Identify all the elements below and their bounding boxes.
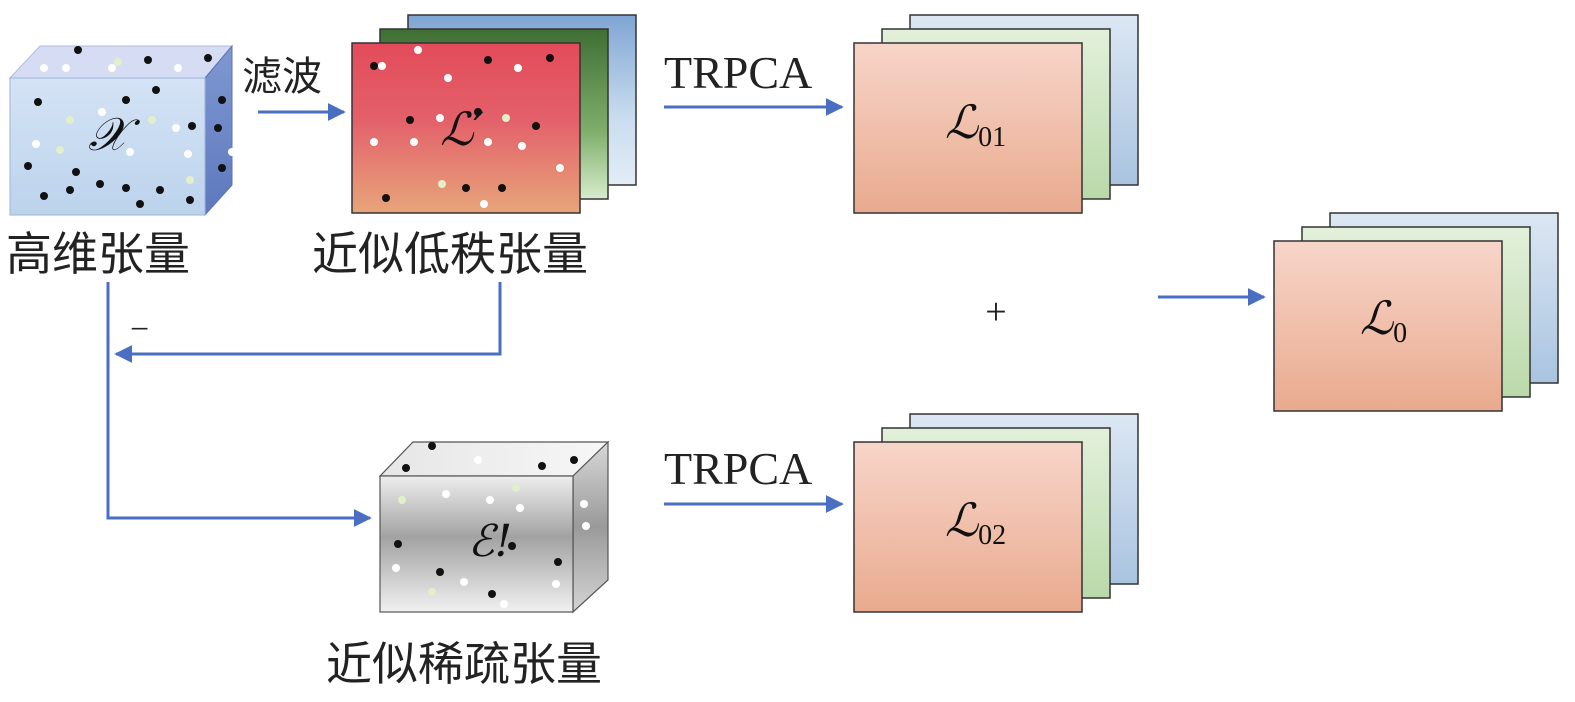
data-points [24, 46, 226, 208]
high-dim-tensor-label: 高维张量 [6, 227, 190, 281]
e-prime-symbol: ℰ! [468, 516, 512, 567]
l-prime-symbol: ℒ′ [440, 102, 484, 156]
low-rank-tensor-stack: ℒ′ [351, 14, 637, 214]
subtract-arrow [114, 282, 502, 363]
l0-symbol: ℒ0 [1360, 291, 1407, 349]
high-dim-tensor-cube: 𝒳 [8, 44, 236, 217]
filter-label: 滤波 [242, 54, 322, 100]
arrows [106, 98, 1266, 527]
to-sparse-arrow [106, 282, 372, 527]
trpca-top-label: TRPCA [664, 47, 812, 98]
l0-tensor-stack: ℒ0 [1273, 212, 1559, 412]
l01-tensor-stack: ℒ01 [853, 14, 1139, 214]
sparse-tensor-cube: ℰ! [378, 440, 610, 614]
low-rank-tensor-label: 近似低秩张量 [312, 227, 588, 281]
plus-sign: + [985, 291, 1006, 333]
l01-symbol: ℒ01 [945, 95, 1006, 153]
minus-sign: − [130, 311, 149, 348]
trpca-bottom-label: TRPCA [664, 443, 812, 494]
l02-tensor-stack: ℒ02 [853, 413, 1139, 613]
l02-symbol: ℒ02 [945, 493, 1006, 551]
sparse-tensor-label: 近似稀疏张量 [326, 637, 602, 691]
